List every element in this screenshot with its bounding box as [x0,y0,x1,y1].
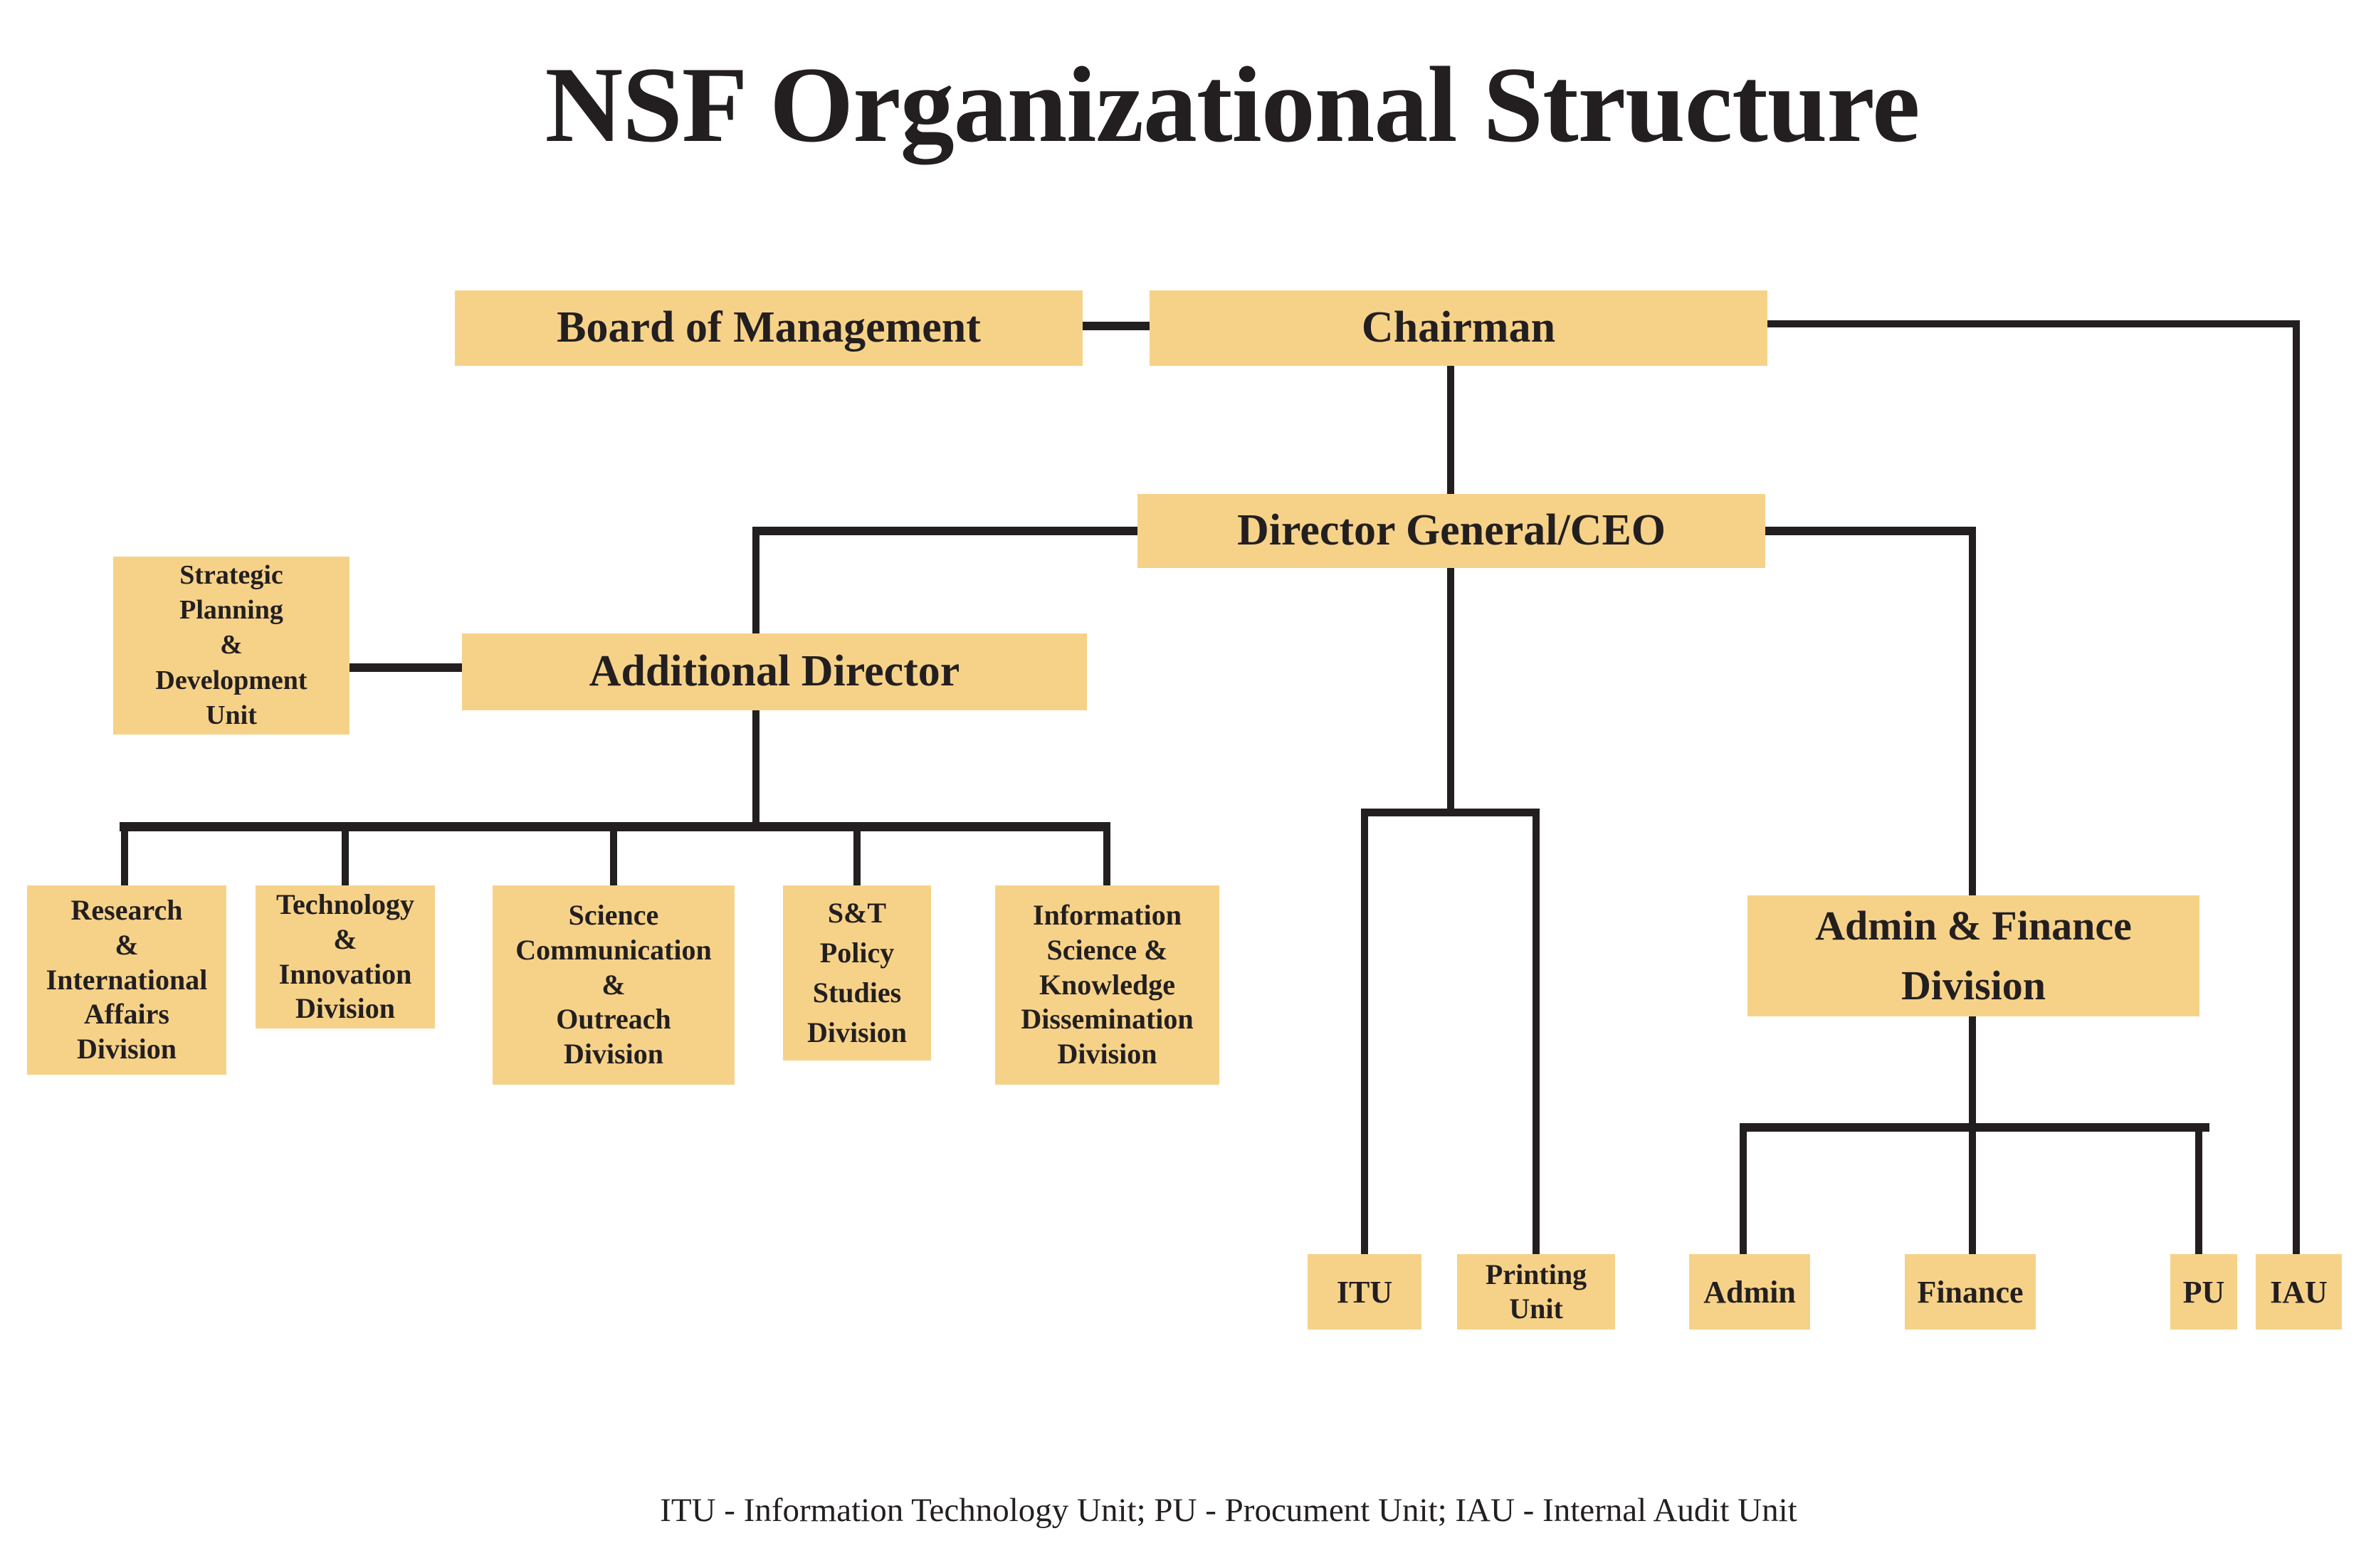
edge-printing-vertical [1533,809,1540,1254]
node-admin: Admin [1689,1254,1810,1330]
edge-dg-right [1765,527,1976,535]
edge-pu-vertical [2195,1123,2202,1254]
node-pu: PU [2170,1254,2237,1330]
node-printing-unit: Printing Unit [1457,1254,1615,1330]
edge-div1-vertical [121,822,128,885]
edge-board-to-chairman [1083,322,1150,330]
node-chairman: Chairman [1150,290,1767,366]
edge-chairman-to-right [1767,320,2300,327]
edge-div3-vertical [610,822,617,885]
edge-admin-finance-branch [1740,1123,2209,1132]
node-information-science-knowledge-dissemination-division: Information Science & Knowledge Dissemin… [995,885,1219,1085]
footnote-legend: ITU - Information Technology Unit; PU - … [660,1492,1797,1529]
edge-dg-left [752,527,1137,535]
edge-div4-vertical [853,822,861,885]
node-board-of-management: Board of Management [455,290,1083,366]
edge-units-branch [1361,809,1540,816]
node-technology-innovation-division: Technology & Innovation Division [256,885,435,1028]
edge-div5-vertical [1103,822,1110,885]
edge-dg-down [1447,567,1454,816]
page-title: NSF Organizational Structure [545,45,1920,164]
node-strategic-planning-development-unit: Strategic Planning & Development Unit [113,557,349,735]
node-admin-finance-division: Admin & Finance Division [1747,895,2199,1016]
node-itu: ITU [1308,1254,1421,1330]
edge-chairman-down [1447,366,1454,495]
edge-iau-vertical [2293,320,2300,1254]
edge-admin-vertical [1740,1123,1747,1254]
node-additional-director: Additional Director [462,633,1087,710]
edge-div2-vertical [342,822,349,885]
edge-itu-vertical [1361,809,1368,1254]
node-director-general-ceo: Director General/CEO [1137,494,1765,568]
edge-admin-finance-vertical [1969,527,1976,1254]
node-st-policy-studies-division: S&T Policy Studies Division [783,885,931,1061]
node-iau: IAU [2256,1254,2342,1330]
edge-spu-to-ad [349,663,462,672]
node-research-international-affairs-division: Research & International Affairs Divisio… [27,885,226,1075]
node-science-communication-outreach-division: Science Communication & Outreach Divisio… [493,885,735,1085]
node-finance: Finance [1905,1254,2036,1330]
